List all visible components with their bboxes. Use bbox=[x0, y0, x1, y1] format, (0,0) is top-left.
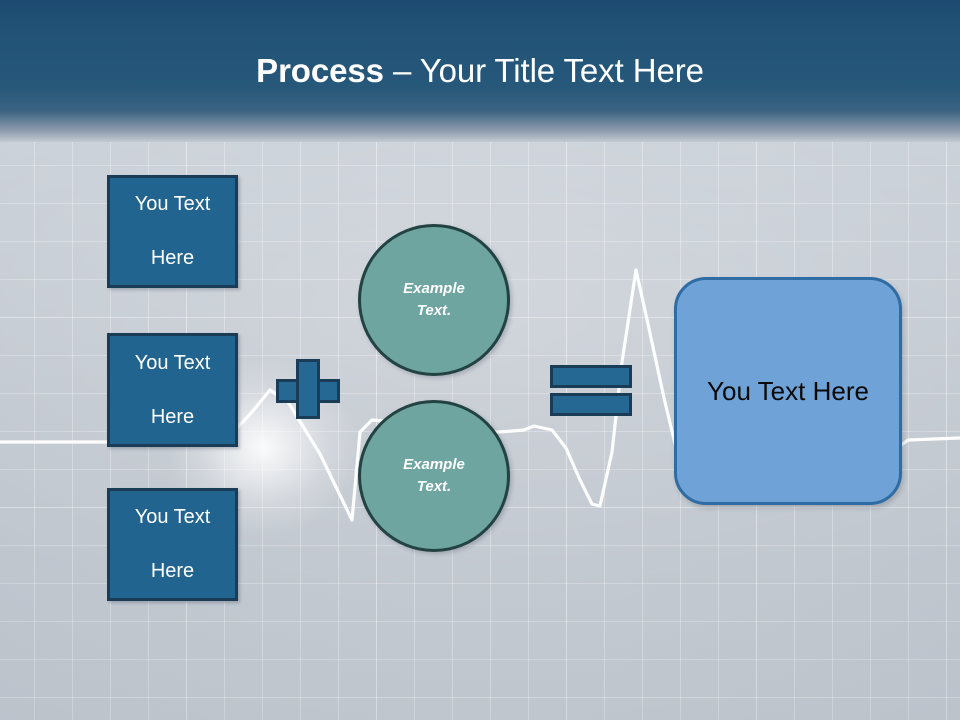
page-title-bold: Process bbox=[256, 52, 384, 89]
input-box-2-line2: Here bbox=[150, 405, 195, 428]
input-box-3-label: You Text Here bbox=[110, 504, 235, 585]
plus-center-fill bbox=[299, 382, 317, 400]
input-box-2-line1: You Text bbox=[134, 351, 211, 374]
process-circle-1-line1: Example bbox=[403, 280, 465, 297]
input-box-2-label: You Text Here bbox=[110, 350, 235, 431]
result-box[interactable]: You Text Here bbox=[674, 277, 902, 505]
equals-top-bar bbox=[550, 365, 632, 388]
process-circle-2-label: Example Text. bbox=[403, 454, 465, 498]
input-box-2[interactable]: You Text Here bbox=[107, 333, 238, 447]
plus-icon bbox=[276, 359, 340, 419]
input-box-3-line2: Here bbox=[150, 560, 195, 582]
input-box-1-label: You Text Here bbox=[110, 191, 235, 272]
input-box-1-line1: You Text bbox=[134, 193, 211, 215]
header-band bbox=[0, 0, 960, 142]
page-title-light: Your Title Text Here bbox=[419, 52, 704, 89]
input-box-3-line1: You Text bbox=[134, 506, 211, 528]
equals-icon bbox=[550, 365, 632, 416]
input-box-3[interactable]: You Text Here bbox=[107, 488, 238, 601]
page-title-separator: – bbox=[383, 52, 420, 89]
input-box-1[interactable]: You Text Here bbox=[107, 175, 238, 288]
process-circle-1-label: Example Text. bbox=[403, 278, 465, 322]
result-box-label: You Text Here bbox=[707, 375, 869, 406]
process-circle-2-line2: Text. bbox=[416, 478, 452, 495]
process-circle-2[interactable]: Example Text. bbox=[358, 400, 510, 552]
process-circle-2-line1: Example bbox=[403, 456, 465, 473]
input-box-1-line2: Here bbox=[150, 247, 195, 269]
equals-bottom-bar bbox=[550, 393, 632, 416]
process-circle-1[interactable]: Example Text. bbox=[358, 224, 510, 376]
process-circle-1-line2: Text. bbox=[416, 302, 452, 319]
page-title: Process – Your Title Text Here bbox=[0, 51, 960, 91]
